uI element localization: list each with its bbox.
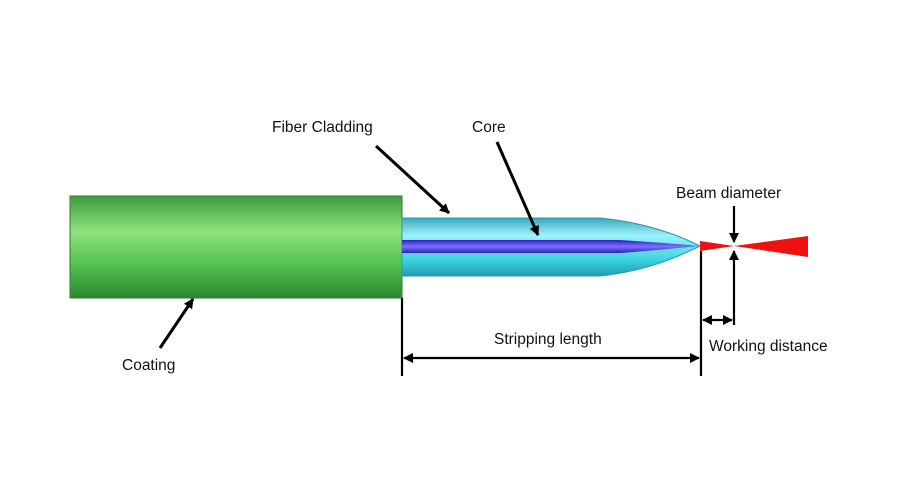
coating-body [69,195,403,299]
core-strand [402,240,700,253]
coating-label: Coating [122,357,175,374]
stripping-length-label: Stripping length [494,331,602,348]
beam-diameter-label: Beam diameter [676,185,781,202]
fiber-cladding-label: Fiber Cladding [272,119,373,136]
core-label: Core [472,119,506,136]
working-distance-label: Working distance [709,338,828,355]
core-arrow [495,141,540,236]
beam-converge [700,241,734,251]
beam-diverge [734,236,808,257]
coating-arrow [158,298,195,349]
fiber-cladding-arrow [374,144,451,215]
